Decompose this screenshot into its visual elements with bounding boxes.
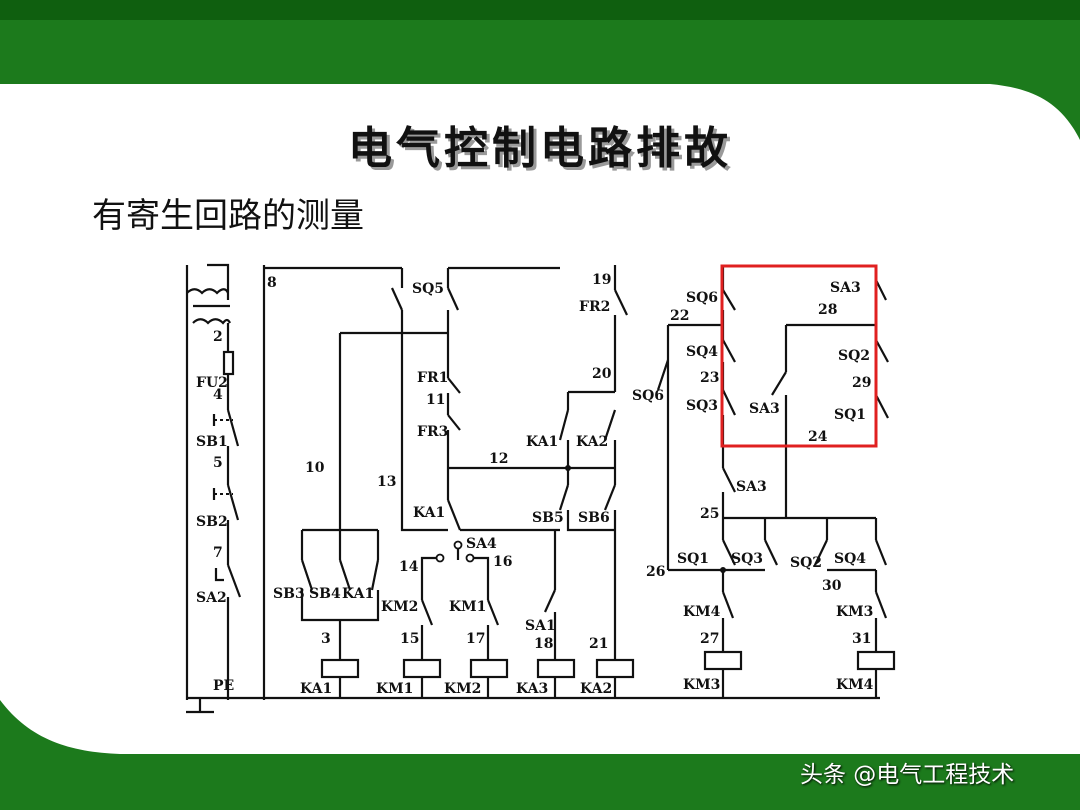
wire-2: 2 — [213, 329, 223, 345]
wire-4: 4 — [213, 387, 223, 403]
wire-21: 21 — [589, 636, 608, 652]
label-km3-contact: KM3 — [836, 604, 873, 620]
label-coil-ka2: KA2 — [580, 681, 612, 697]
label-coil-km2: KM2 — [444, 681, 481, 697]
fuse-fu2 — [222, 350, 235, 376]
label-sb3: SB3 — [273, 586, 305, 602]
wire-8: 8 — [267, 275, 277, 291]
label-fr2: FR2 — [579, 299, 610, 315]
label-ka1-contact: KA1 — [342, 586, 374, 602]
label-sa3-center: SA3 — [749, 401, 780, 417]
coil-ka1 — [320, 658, 360, 679]
label-sq5: SQ5 — [412, 281, 444, 297]
wire-7: 7 — [213, 545, 223, 561]
wire-17: 17 — [466, 631, 485, 647]
fault-highlight-box — [720, 264, 878, 448]
wire-18: 18 — [534, 636, 553, 652]
label-fu2: FU2 — [196, 375, 228, 391]
wire-27: 27 — [700, 631, 719, 647]
label-km2-contact: KM2 — [381, 599, 418, 615]
wire-26: 26 — [646, 564, 665, 580]
wire-11: 11 — [426, 392, 445, 408]
label-km4-contact: KM4 — [683, 604, 721, 620]
wire-28: 28 — [818, 302, 837, 318]
wire-20: 20 — [592, 366, 612, 382]
label-sb2: SB2 — [196, 514, 228, 530]
wire-22: 22 — [670, 308, 689, 324]
label-coil-ka1: KA1 — [300, 681, 332, 697]
wire-19: 19 — [592, 272, 611, 288]
coil-km3 — [703, 650, 743, 671]
label-sq4-lower: SQ4 — [834, 551, 866, 567]
label-sa2: SA2 — [196, 590, 227, 606]
slide-title: 电气控制电路排故 — [348, 123, 732, 174]
wire-15: 15 — [400, 631, 419, 647]
label-sq1-lower: SQ1 — [677, 551, 709, 567]
label-ka1-contact-3: KA1 — [526, 434, 558, 450]
coil-km1 — [402, 658, 442, 679]
label-km1-contact: KM1 — [449, 599, 486, 615]
label-sa1: SA1 — [525, 618, 556, 634]
coil-km4 — [856, 650, 896, 671]
wire-12: 12 — [489, 451, 508, 467]
label-sq2-lower: SQ2 — [790, 555, 822, 571]
label-sb5: SB5 — [532, 510, 564, 526]
label-sb1: SB1 — [196, 434, 228, 450]
label-coil-km4: KM4 — [836, 677, 874, 693]
label-sq6-contact: SQ6 — [686, 290, 718, 306]
wire-14: 14 — [399, 559, 419, 575]
wire-13: 13 — [377, 474, 396, 490]
wire-3: 3 — [321, 631, 331, 647]
label-sq6-branch: SQ6 — [632, 388, 664, 404]
label-coil-km3: KM3 — [683, 677, 720, 693]
coil-km2 — [469, 658, 509, 679]
label-sq3-contact: SQ3 — [686, 398, 718, 414]
label-ka2-contact: KA2 — [576, 434, 608, 450]
wire-24: 24 — [808, 429, 828, 445]
label-sb4: SB4 — [309, 586, 341, 602]
wire-10: 10 — [305, 460, 325, 476]
bottom-green-band — [0, 700, 1080, 810]
label-sb6: SB6 — [578, 510, 610, 526]
label-sa3-top: SA3 — [830, 280, 861, 296]
label-coil-ka3: KA3 — [516, 681, 548, 697]
label-fr1: FR1 — [417, 370, 448, 386]
label-fr3: FR3 — [417, 424, 448, 440]
slide-subtitle: 有寄生回路的测量 — [92, 196, 364, 236]
wire-5: 5 — [213, 455, 223, 471]
label-sa3-lower: SA3 — [736, 479, 767, 495]
coil-ka2 — [595, 658, 635, 679]
label-sq4-contact: SQ4 — [686, 344, 718, 360]
top-green-band — [0, 0, 1080, 140]
wire-30: 30 — [822, 578, 842, 594]
label-ka1-contact-2: KA1 — [413, 505, 445, 521]
label-sa4: SA4 — [466, 536, 497, 552]
wire-29: 29 — [852, 375, 871, 391]
watermark: 头条 @电气工程技术 — [800, 762, 1015, 788]
transformer — [185, 263, 231, 700]
label-coil-km1: KM1 — [376, 681, 413, 697]
coil-ka3 — [536, 658, 576, 679]
wire-25: 25 — [700, 506, 719, 522]
label-pe: PE — [213, 678, 234, 694]
wire-31: 31 — [852, 631, 871, 647]
label-sq3-lower: SQ3 — [731, 551, 763, 567]
label-sq1-contact: SQ1 — [834, 407, 866, 423]
wire-16: 16 — [493, 554, 512, 570]
label-sq2-contact: SQ2 — [838, 348, 870, 364]
diagram-labels: 2 FU2 4 SB1 5 SB2 7 SA2 PE 8 10 13 SB3 S… — [196, 272, 874, 697]
wire-23: 23 — [700, 370, 719, 386]
